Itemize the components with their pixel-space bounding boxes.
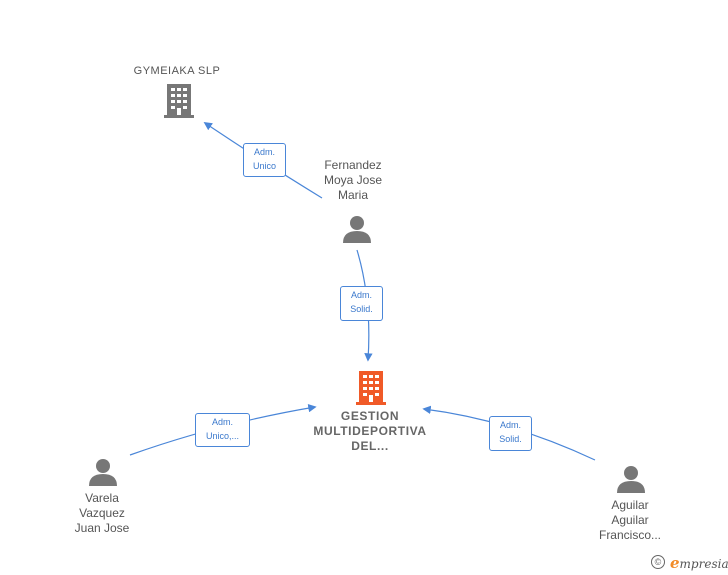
edge-label-line: Adm. [211,417,233,427]
edge-label-varela-gestion[interactable]: Adm. Unico,... [195,413,250,447]
edge-label-fernandez-gymeiaka[interactable]: Adm. Unico [243,143,286,177]
edge-label-fernandez-gestion[interactable]: Adm. Solid. [340,286,383,321]
edge-label-line: Unico [252,161,276,171]
node-varela-label: Varela Vazquez Juan Jose [50,491,154,536]
label-line: DEL... [351,439,389,453]
label-line: MULTIDEPORTIVA [313,424,427,438]
label-line: GYMEIAKA SLP [133,65,221,77]
person-icon [617,466,645,493]
label-line: Moya Jose [323,173,383,187]
edge-label-line: Solid. [350,304,373,314]
brand-initial: e [670,554,680,572]
label-line: Aguilar [611,513,649,527]
label-line: Vazquez [79,506,125,520]
edge-label-aguilar-gestion[interactable]: Adm. Solid. [489,416,532,451]
person-icon [343,216,371,243]
label-line: Juan Jose [74,521,130,535]
edge-label-line: Adm. [350,290,372,300]
edge-label-line: Solid. [499,434,522,444]
node-gestion-label: GESTION MULTIDEPORTIVA DEL... [300,409,440,454]
node-aguilar-label: Aguilar Aguilar Francisco... [580,498,680,543]
label-line: Fernandez [324,158,382,172]
building-icon [356,371,386,405]
person-icon [89,459,117,486]
label-line: Aguilar [611,498,649,512]
node-gymeiaka-label: GYMEIAKA SLP [118,64,236,79]
building-icon [164,84,194,118]
label-line: Varela [85,491,119,505]
label-line: GESTION [340,409,400,423]
copyright-icon: © [651,555,665,569]
brand-logo: empresia [670,554,728,572]
label-line: Francisco... [598,528,661,542]
brand-rest: mpresia [679,557,728,571]
edge-label-line: Unico,... [205,431,239,441]
label-line: Maria [337,188,368,202]
edge-label-line: Adm. [253,147,275,157]
edge-label-line: Adm. [499,420,521,430]
node-fernandez-label: Fernandez Moya Jose Maria [298,158,408,203]
